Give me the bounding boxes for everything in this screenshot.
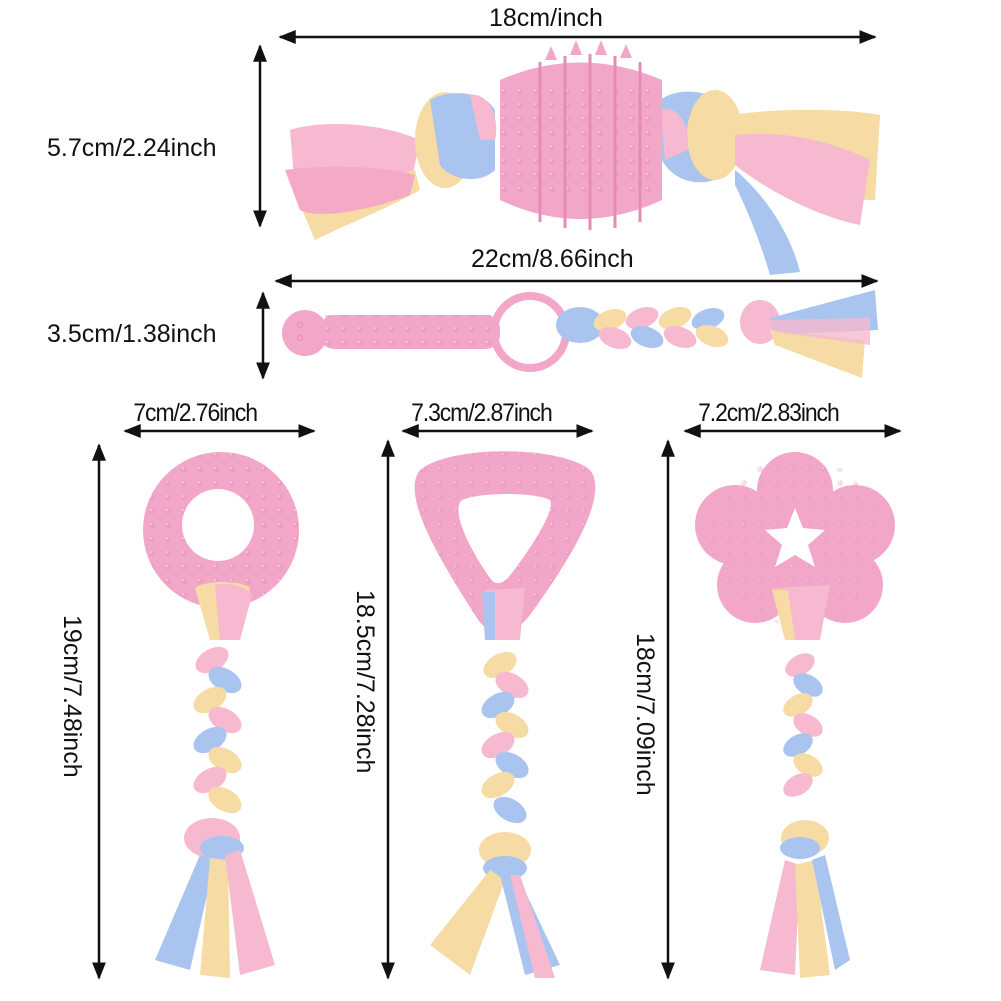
product-image-flower-ring-toy (695, 452, 895, 978)
braid (430, 651, 560, 978)
height-label-flower-ring: 18cm/7.09inch (631, 633, 659, 796)
height-label-ball: 5.7cm/2.24inch (47, 134, 217, 162)
product-image-stick-toy (282, 290, 878, 378)
product-image-triangle-ring-toy (414, 451, 596, 978)
width-label-ball: 18cm/inch (489, 4, 603, 32)
product-image-ball-toy (285, 40, 880, 275)
width-label-triangle-ring: 7.3cm/2.87inch (411, 399, 553, 427)
braid (760, 653, 850, 978)
braid (155, 646, 275, 978)
width-label-stick: 22cm/8.66inch (471, 245, 634, 273)
width-label-flower-ring: 7.2cm/2.83inch (698, 399, 840, 427)
width-label-round-ring: 7cm/2.76inch (133, 399, 258, 427)
product-image-round-ring-toy (143, 452, 299, 978)
height-label-triangle-ring: 18.5cm/7.28inch (351, 590, 379, 774)
height-label-stick: 3.5cm/1.38inch (47, 320, 217, 348)
height-label-round-ring: 19cm/7.48inch (58, 615, 86, 778)
